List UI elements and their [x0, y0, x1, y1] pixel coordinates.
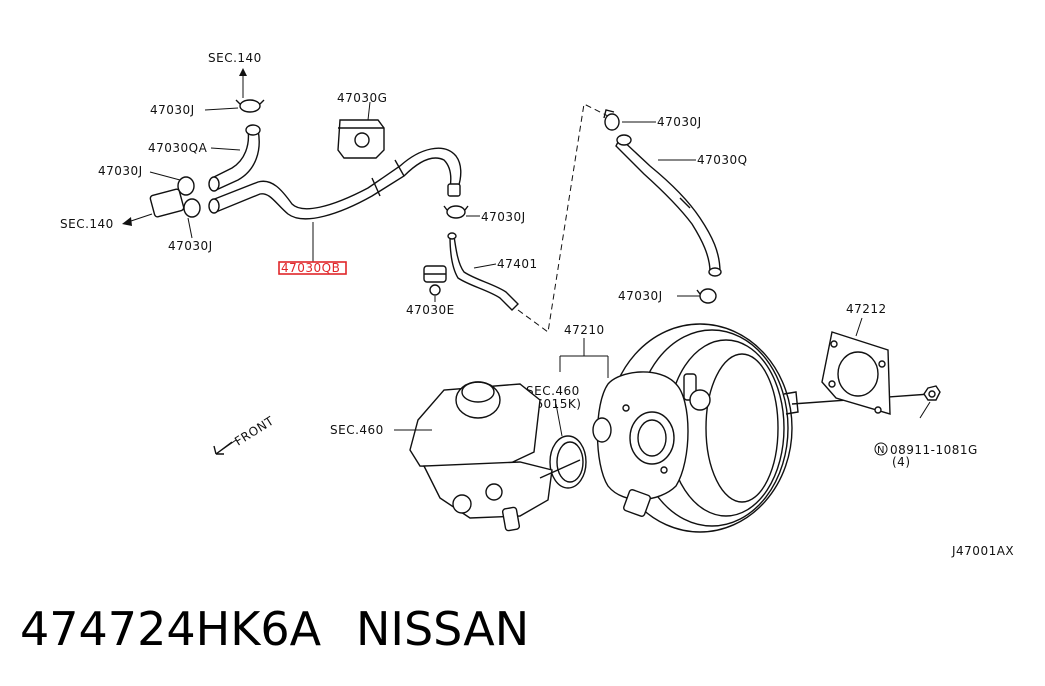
- clamp-47030j-mid: [443, 205, 469, 219]
- label-sec140-left: SEC.140: [60, 217, 114, 231]
- highlight-box: [278, 261, 347, 275]
- label-sec460-left: SEC.460: [330, 423, 384, 437]
- hose-47030qb: [208, 147, 462, 220]
- bracket-47030g: [337, 119, 385, 159]
- label-sec460-right: SEC.460: [526, 384, 580, 398]
- caption-part-number: 474724HK6A: [20, 602, 322, 656]
- label-47401: 47401: [497, 257, 538, 271]
- label-47030j-top: 47030J: [150, 103, 195, 117]
- brake-booster-47210: [592, 323, 931, 533]
- label-47030j-right-top: 47030J: [657, 115, 702, 129]
- bolt-marker-circle: [874, 442, 888, 456]
- hose-47030q: [615, 134, 722, 277]
- bracket-47210-lead: [559, 338, 609, 378]
- label-47030g: 47030G: [337, 91, 387, 105]
- label-sec140-top: SEC.140: [208, 51, 262, 65]
- label-47210: 47210: [564, 323, 605, 337]
- label-bolt-08911: 08911-1081G: [890, 443, 978, 457]
- label-47030qb-highlight[interactable]: 47030QB: [281, 261, 340, 275]
- label-47030q: 47030Q: [697, 153, 748, 167]
- hose-47401: [447, 232, 519, 311]
- label-diagram-id: J47001AX: [951, 544, 1014, 558]
- label-47030qa: 47030QA: [148, 141, 208, 155]
- front-arrow-icon: [213, 439, 237, 455]
- label-47030j-right-mid: 47030J: [618, 289, 663, 303]
- label-bolt-qty: (4): [892, 455, 911, 469]
- clamp-47030j-top: [235, 99, 265, 113]
- label-47030j-left: 47030J: [98, 164, 143, 178]
- label-47030e: 47030E: [406, 303, 455, 317]
- nut-08911: [923, 385, 941, 401]
- master-cylinder: [409, 381, 581, 532]
- label-47030j-mid: 47030J: [481, 210, 526, 224]
- gasket-47212: [821, 331, 891, 415]
- hose-47030qa: [208, 124, 261, 192]
- label-bolt-marker: N: [877, 445, 885, 456]
- oring-46015k: [549, 435, 587, 489]
- label-front: FRONT: [232, 414, 276, 449]
- sec140-top-arrow: [239, 68, 247, 98]
- sec140-left-arrow: [122, 213, 153, 226]
- clamp-47030j-right-top: [603, 109, 620, 131]
- clamp-47030j-left: [149, 176, 201, 218]
- label-47212: 47212: [846, 302, 887, 316]
- label-47030j-bottom-left: 47030J: [168, 239, 213, 253]
- caption-brand: NISSAN: [356, 602, 529, 656]
- clip-47030e: [423, 265, 447, 296]
- dashed-connector: [517, 103, 613, 333]
